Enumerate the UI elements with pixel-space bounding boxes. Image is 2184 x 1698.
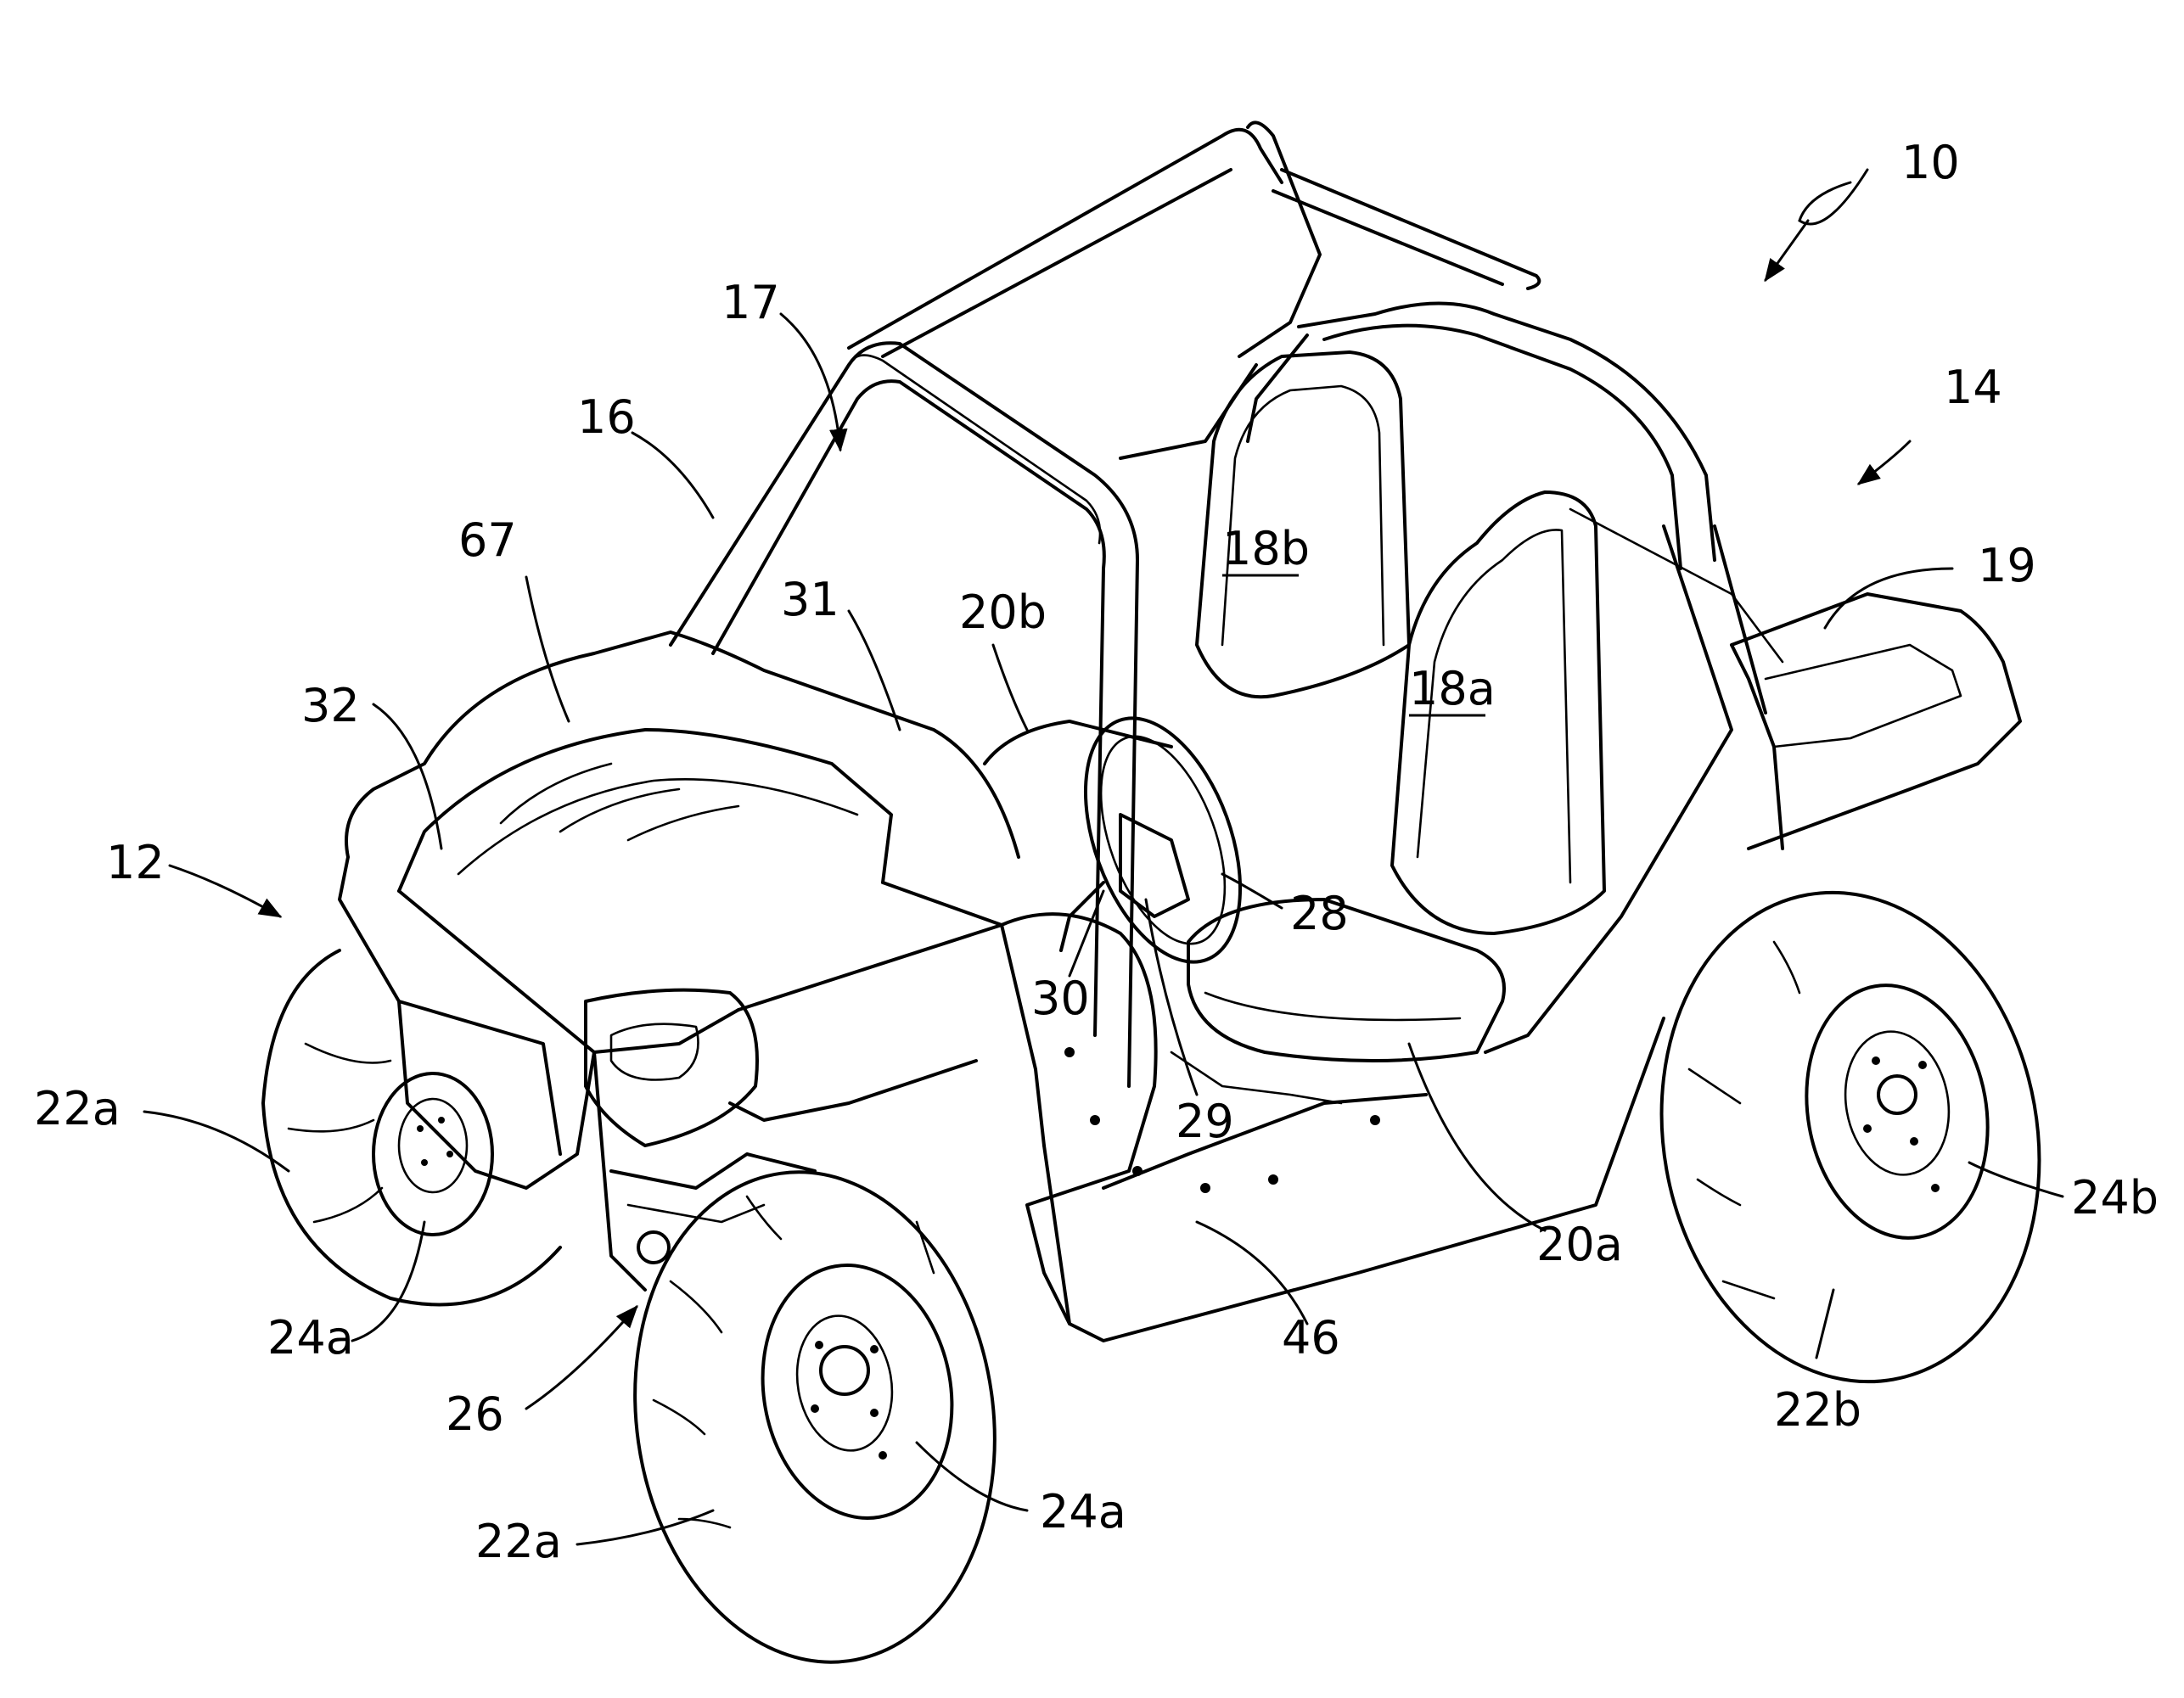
ref-17: 17 — [721, 276, 840, 450]
ref-label-30: 30 — [1031, 972, 1090, 1025]
rear-wheel — [1624, 862, 2077, 1412]
ref-24b: 24b — [1969, 1163, 2159, 1224]
front-wheel-right — [604, 1149, 1026, 1686]
ref-46: 46 — [1197, 1222, 1340, 1365]
seat-bottom-passenger — [985, 721, 1171, 764]
ref-label-24a-left: 24a — [267, 1311, 354, 1365]
rear-hub — [1788, 971, 2007, 1252]
ref-20a: 20a — [1409, 1044, 1623, 1271]
ref-label-10: 10 — [1901, 136, 1960, 189]
ref-label-18b: 18b — [1222, 522, 1310, 575]
ref-24a-left: 24a — [267, 1222, 424, 1365]
ref-label-29: 29 — [1176, 1095, 1234, 1148]
ref-label-22a-right: 22a — [475, 1515, 562, 1568]
ref-29: 29 — [1146, 899, 1234, 1148]
ref-14: 14 — [1859, 361, 2002, 484]
ref-label-22a-left: 22a — [34, 1082, 121, 1135]
ref-label-24a-right: 24a — [1040, 1485, 1126, 1538]
ref-label-12: 12 — [106, 836, 165, 889]
ref-10: 10 — [1766, 136, 1960, 280]
ref-18a: 18a — [1409, 662, 1496, 715]
ref-label-32: 32 — [301, 679, 360, 732]
ref-67: 67 — [458, 513, 569, 721]
cargo-bed — [1570, 509, 2020, 849]
ref-label-19: 19 — [1978, 539, 2036, 592]
ref-label-46: 46 — [1282, 1311, 1340, 1365]
ref-label-17: 17 — [721, 276, 780, 329]
ref-28: 28 — [1222, 874, 1349, 940]
windshield — [849, 356, 1100, 543]
front-hub-left — [373, 1073, 492, 1235]
ref-12: 12 — [106, 836, 280, 916]
ref-20b: 20b — [959, 586, 1047, 730]
ref-26: 26 — [446, 1307, 637, 1441]
ref-label-24b: 24b — [2071, 1171, 2159, 1224]
ref-18b: 18b — [1222, 522, 1310, 575]
ref-22b: 22b — [1774, 1290, 1861, 1437]
ref-24a-right: 24a — [917, 1443, 1126, 1538]
ref-30: 30 — [1031, 891, 1103, 1025]
ref-label-14: 14 — [1944, 361, 2002, 414]
ref-label-18a: 18a — [1409, 662, 1496, 715]
ref-32: 32 — [301, 679, 441, 849]
front-hub-right — [744, 1250, 972, 1533]
ref-label-22b: 22b — [1774, 1383, 1861, 1437]
ref-22a-left: 22a — [34, 1082, 289, 1171]
ref-19: 19 — [1825, 539, 2036, 628]
ref-label-26: 26 — [446, 1387, 504, 1441]
ref-label-67: 67 — [458, 513, 517, 567]
floorboard — [1044, 1018, 1664, 1341]
front-suspension — [611, 1154, 815, 1263]
ref-label-31: 31 — [781, 573, 839, 626]
steering-assembly — [1056, 698, 1271, 983]
ref-label-20a: 20a — [1536, 1218, 1623, 1271]
ref-31: 31 — [781, 573, 900, 730]
ref-label-16: 16 — [577, 390, 636, 444]
ref-16: 16 — [577, 390, 713, 518]
ref-label-28: 28 — [1290, 887, 1349, 940]
ref-label-20b: 20b — [959, 586, 1047, 639]
